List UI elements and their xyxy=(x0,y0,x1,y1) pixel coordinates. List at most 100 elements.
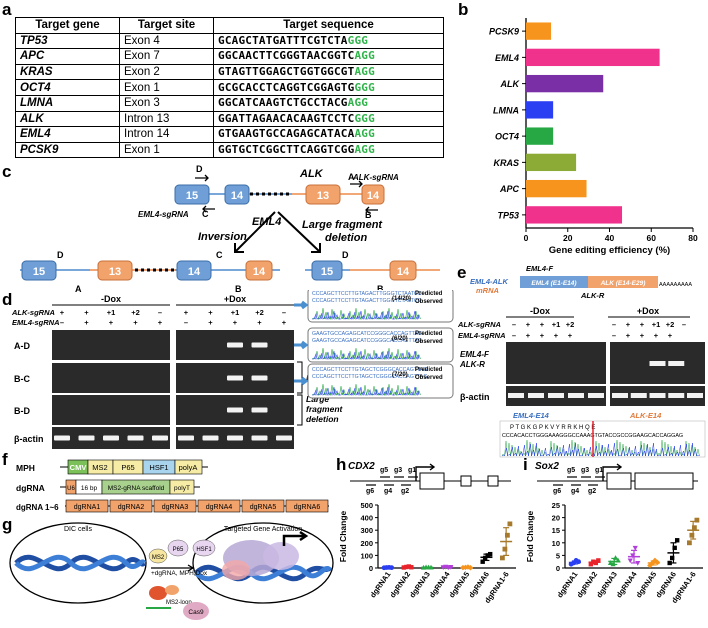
pcr-gel-panel: -Dox+DoxALK-sgRNAEML4-sgRNA++––+++++1+1+… xyxy=(11,290,454,449)
data-point xyxy=(593,560,599,566)
data-point xyxy=(686,540,692,546)
primer-c-label: C xyxy=(216,250,223,260)
chromatogram-trace xyxy=(501,442,700,457)
gel-lane-strip xyxy=(52,395,170,425)
clone-count: (14/20) xyxy=(392,296,411,302)
treatment-label: +dgRNA, MPH,Dox xyxy=(151,570,208,577)
lane-sign: – xyxy=(158,308,162,317)
data-point xyxy=(428,564,434,570)
pam-sequence: GGG xyxy=(354,111,375,125)
category-label: EML4 xyxy=(495,53,519,63)
lane-sign: + xyxy=(60,308,65,317)
site-cell: Intron 13 xyxy=(119,110,214,128)
u6-label: U6 xyxy=(67,486,75,492)
data-point xyxy=(487,551,493,557)
data-point xyxy=(667,560,672,566)
dgrna-box-label: dgRNA1 xyxy=(74,504,101,511)
y-tick-label: 300 xyxy=(360,526,373,535)
gel-band xyxy=(227,407,243,413)
p65-label: P65 xyxy=(173,547,184,553)
sequence-cell: GCAGCTATGATTTCGTCTAGGG xyxy=(213,32,444,50)
pam-sequence: AGG xyxy=(347,96,369,110)
table-header: Target site xyxy=(119,17,214,34)
guide-label: g5 xyxy=(567,467,575,474)
cmv-label: CMV xyxy=(70,463,87,472)
eml4-exon-box xyxy=(520,276,588,288)
data-point xyxy=(654,559,661,566)
clone-count: (7/20) xyxy=(392,372,408,378)
lane-sign: – xyxy=(512,320,516,329)
lane-sign: + xyxy=(526,320,531,329)
mrna-label: mRNA xyxy=(476,286,499,295)
guide-label: g1 xyxy=(595,467,603,474)
data-point xyxy=(694,517,700,523)
panel-label-h: h xyxy=(336,455,347,474)
bar xyxy=(526,48,660,67)
lane-sign: + xyxy=(668,331,673,340)
gel-band xyxy=(548,393,564,398)
data-point xyxy=(632,545,638,551)
gene-cell: EML4 xyxy=(15,126,120,143)
ms2-label: MS2 xyxy=(92,463,107,472)
lane-sign: + xyxy=(540,331,545,340)
category-label: KRAS xyxy=(493,158,519,168)
arrow-icon xyxy=(294,376,309,386)
observed-seq: CCCAGCTTCCTTGTAGCTCGGGCACCAGTTAG xyxy=(312,374,427,380)
lane-sign: + xyxy=(84,308,89,317)
site-cell: Intron 14 xyxy=(119,126,214,143)
lane-sign: + xyxy=(526,331,531,340)
lane-sign: – xyxy=(282,308,286,317)
data-point xyxy=(409,565,414,570)
exon-label: 15 xyxy=(321,266,333,278)
observed-seq: CCCAGCTTCCTTGTAGACTTGGGTCTAATCC xyxy=(312,298,422,304)
data-point xyxy=(480,559,485,564)
tss-arrow-icon xyxy=(602,463,623,481)
y-tick-label: 0 xyxy=(556,564,560,573)
gene-cell: LMNA xyxy=(15,94,120,112)
eml4-f-label: EML4-F xyxy=(526,264,554,273)
mph-label: MPH xyxy=(16,463,35,473)
lane-sign: + xyxy=(654,331,659,340)
y-tick-label: 200 xyxy=(360,539,373,548)
guide-label: g6 xyxy=(366,488,374,495)
gel-band xyxy=(508,393,524,398)
bar xyxy=(526,101,554,119)
lane-sign: – xyxy=(512,331,516,340)
data-point xyxy=(689,532,695,538)
panel-label-c: c xyxy=(2,162,12,181)
polya-tail: AAAAAAAAA xyxy=(659,282,692,288)
dgrna-box xyxy=(285,499,329,513)
dgrna-box xyxy=(65,499,109,513)
predicted-seq: CCCAGCTTCCTTGTAGCTCGGGCACCAGTTAG xyxy=(312,367,427,373)
data-point xyxy=(576,559,582,565)
site-cell: Exon 1 xyxy=(119,141,214,159)
data-point xyxy=(448,564,454,570)
primer-a-label: A xyxy=(348,172,355,182)
exon-13-box xyxy=(305,184,341,205)
gel-row-label: ALK-R xyxy=(459,360,485,369)
primer-d-label: D xyxy=(342,250,349,260)
chromatogram-box xyxy=(499,420,706,458)
chromatogram-trace xyxy=(312,350,420,361)
gel-lane-strip xyxy=(52,363,170,393)
x-axis-label: Gene editing efficiency (%) xyxy=(549,245,670,255)
eml4-gene-label: EML4 xyxy=(252,216,281,228)
x-tick-label: 0 xyxy=(524,233,529,243)
protospacer: GCGCACCTCAGGTCGGAGTG xyxy=(218,80,355,94)
lane-sign: + xyxy=(109,318,114,327)
inversion-label: Inversion xyxy=(198,231,247,243)
construct-diagram: MPH CMV MS2 P65 HSF1 polyA dgRNA U6 16 b… xyxy=(16,459,329,513)
lane-sign: + xyxy=(208,308,213,317)
gel-band xyxy=(227,375,243,381)
panel-label-e: e xyxy=(457,263,467,282)
fusion-schematic: 15 14 13 14 ALK EML4 EML4-sgRNA ALK-sgRN… xyxy=(20,164,440,294)
gel-lane-strip xyxy=(506,342,606,384)
y-tick-label: 0 xyxy=(369,564,373,573)
panel-label-f: f xyxy=(2,450,8,469)
y-axis-label: Fold Change xyxy=(338,511,348,563)
hsf1-label: HSF1 xyxy=(196,547,212,553)
data-point xyxy=(630,553,636,559)
